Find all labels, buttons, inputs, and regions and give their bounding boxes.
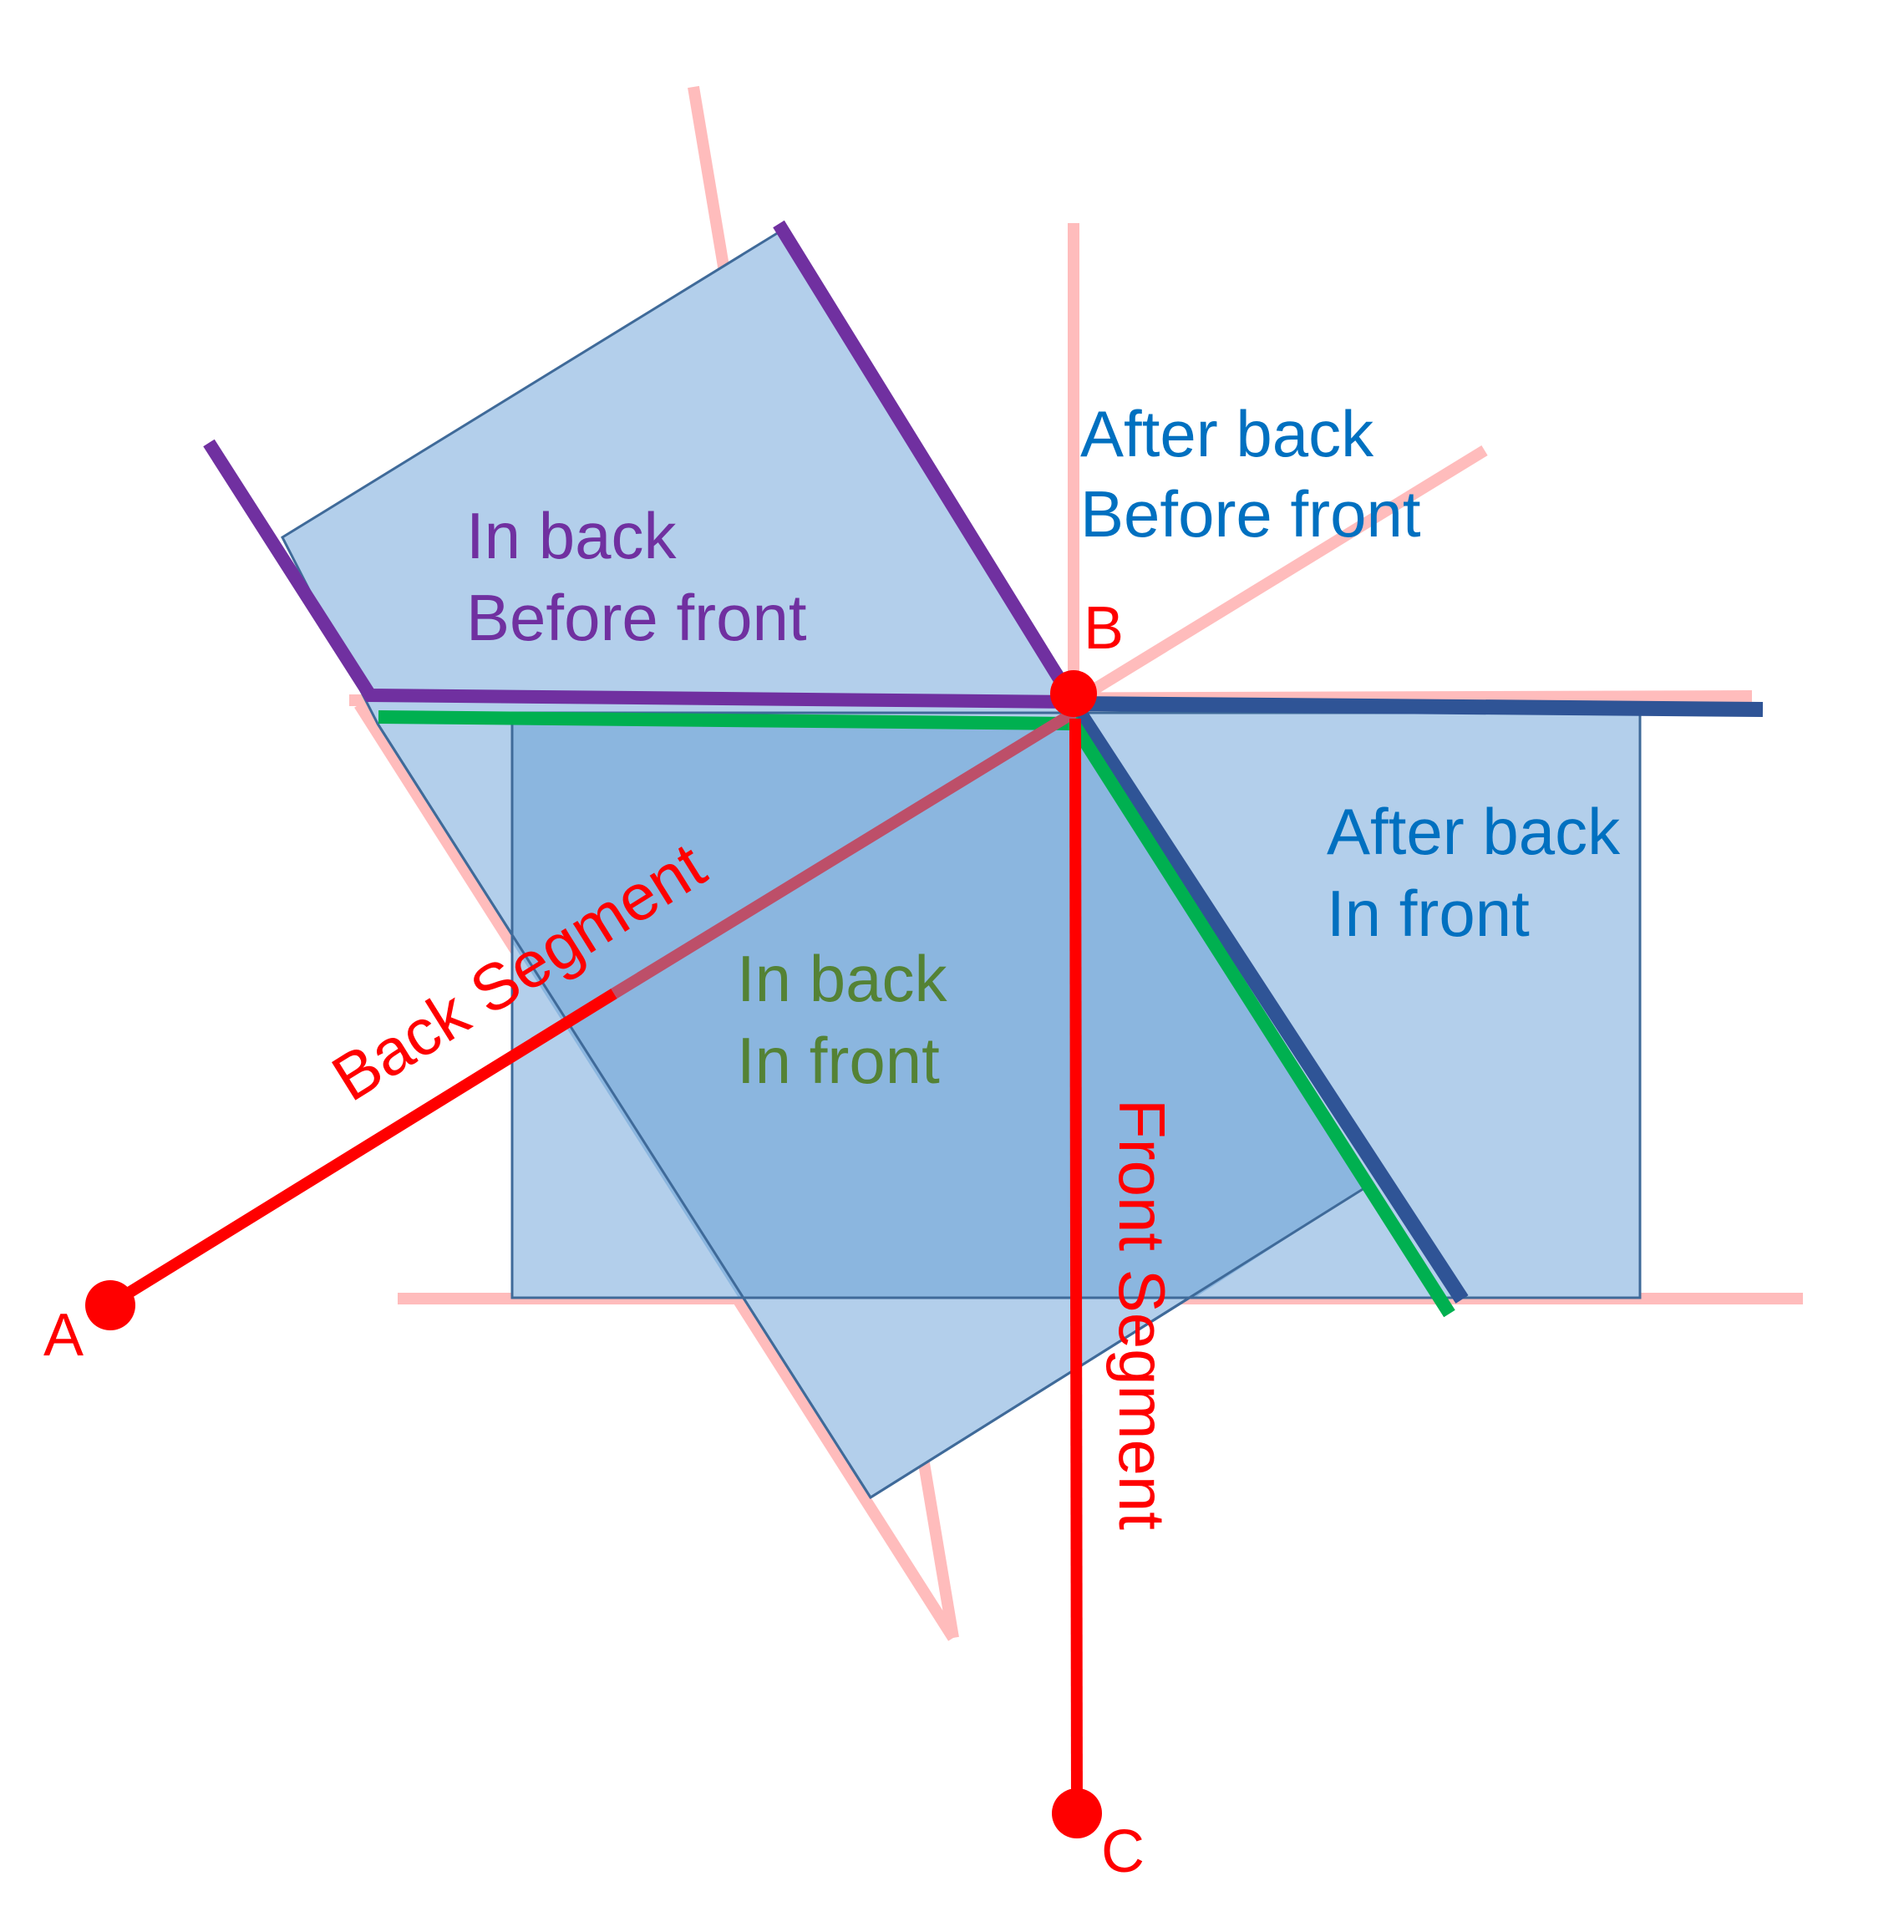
border-back-lower-right [870,1185,1368,1499]
back-segment-line [105,989,617,1310]
boundary-purple [203,220,1086,709]
point-c-label: C [1101,1818,1145,1885]
region-label-in-back-before-front-1: In back [466,499,677,572]
region-overlap [512,719,1367,1298]
back-segment-line-shaded [611,708,1077,999]
point-b-label: B [1084,595,1124,662]
guide-line-back-extension [1070,445,1488,707]
front-segment-label: Front Segment [1105,1099,1179,1530]
region-label-in-back-in-front-1: In back [737,942,947,1015]
point-a-dot [85,1280,135,1330]
region-label-after-back-before-front-1: After back [1080,397,1374,470]
region-label-after-back-before-front-2: Before front [1080,477,1421,551]
region-label-in-back-in-front-2: In front [737,1024,940,1097]
region-label-in-back-before-front-2: Before front [466,581,807,654]
point-b-dot [1050,670,1097,717]
region-label-after-back-in-front-1: After back [1327,795,1621,868]
border-back-lower-left [376,723,872,1498]
front-segment-line [1069,718,1083,1814]
point-a-label: A [43,1302,84,1369]
region-label-after-back-in-front-2: In front [1327,877,1530,950]
point-c-dot [1052,1788,1102,1838]
